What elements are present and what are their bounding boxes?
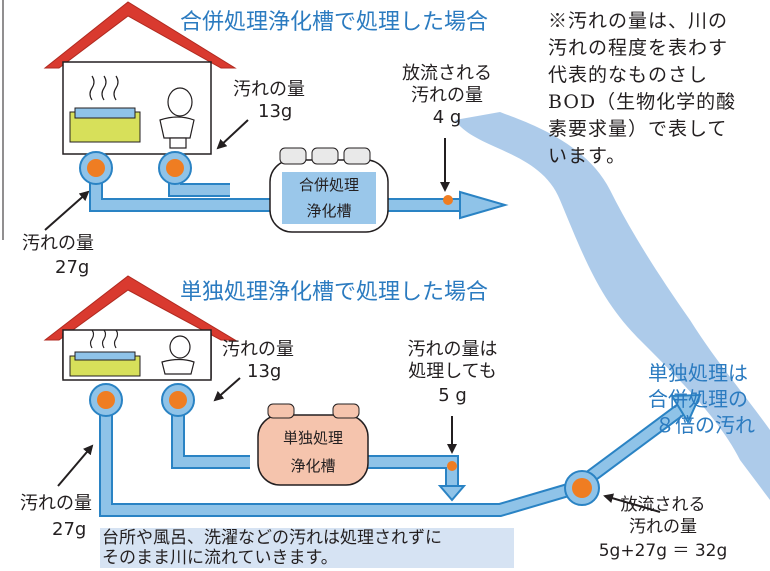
bottom-discharge-label-2: 汚れの量 [629,517,697,537]
top-discharge-label-1: 放流される [402,63,492,84]
bottom-treated-label-2: 処理しても [408,361,497,382]
top-discharge-label-2: 汚れの量 [411,85,483,106]
top-tank-label-2: 浄化槽 [306,202,352,220]
bottom-house [43,275,237,381]
top-outflow-arrow [459,190,509,220]
bod-note-line: います。 [548,144,627,167]
bottom-house-load-label: 汚れの量 [222,339,294,360]
bod-note-line: 代表的なものさし [548,63,709,86]
untreated-note: 台所や風呂、洗濯などの汚れは処理されずに そのまま川に流れていきます。 [100,528,514,568]
bottom-kitchen-value: 27g [52,519,87,540]
top-house-load-value: 13g [258,101,293,122]
bottom-tank-outflow-arrow [437,485,467,502]
bottom-pipes [89,383,702,517]
bottom-discharge-label-1: 放流される [620,495,706,515]
bod-note-line: ※汚れの量は、川の [548,10,729,32]
top-kitchen-pointer [44,190,90,231]
top-kitchen-value: 27g [55,257,90,278]
untreated-note-line-2: そのまま川に流れていきます。 [102,548,338,568]
river-note-line-3: ８倍の汚れ [655,413,755,437]
top-house-load-label: 汚れの量 [233,79,305,100]
bottom-tank-label-1: 単独処理 [282,429,343,447]
top-house [43,1,237,155]
bod-note-line: 汚れの程度を表わす [548,36,729,59]
top-discharge-dot [443,195,453,205]
bottom-kitchen-label: 汚れの量 [20,493,92,514]
bottom-tank [257,403,369,486]
bod-note-line: BOD（生物化学的酸 [548,90,737,113]
bod-note-line: 素要求量）で表して [548,117,728,140]
bottom-treated-value: 5 g [438,385,467,406]
bottom-outflow-arrow [670,393,702,425]
top-load-pointer [216,119,249,150]
river-note-line-1: 単独処理は [648,361,748,385]
bottom-title: 単独処理浄化槽で処理した場合 [180,280,489,305]
bottom-discharge-value: 5g+27g ＝ 32g [598,541,728,561]
river-note-line-2: 合併処理の [648,387,748,411]
bottom-discharge-dot [447,461,457,471]
untreated-note-line-1: 台所や風呂、洗濯などの汚れは処理されずに [102,528,442,548]
river [455,112,770,500]
top-tank [269,147,389,233]
bottom-load-pointer [213,377,241,402]
top-kitchen-label: 汚れの量 [22,233,94,254]
bottom-discharge-pointer [603,493,661,513]
bottom-house-load-value: 13g [247,361,282,382]
top-discharge-value: 4 g [432,107,462,128]
bod-note: ※汚れの量は、川の 汚れの程度を表わす 代表的なものさし BOD（生物化学的酸 … [548,8,763,170]
bottom-kitchen-pointer [57,444,94,487]
bottom-tank-label-2: 浄化槽 [290,457,336,475]
top-tank-label-1: 合併処理 [298,176,359,194]
bottom-treated-label-1: 汚れの量は [407,339,498,360]
top-title: 合併処理浄化槽で処理した場合 [180,10,489,35]
